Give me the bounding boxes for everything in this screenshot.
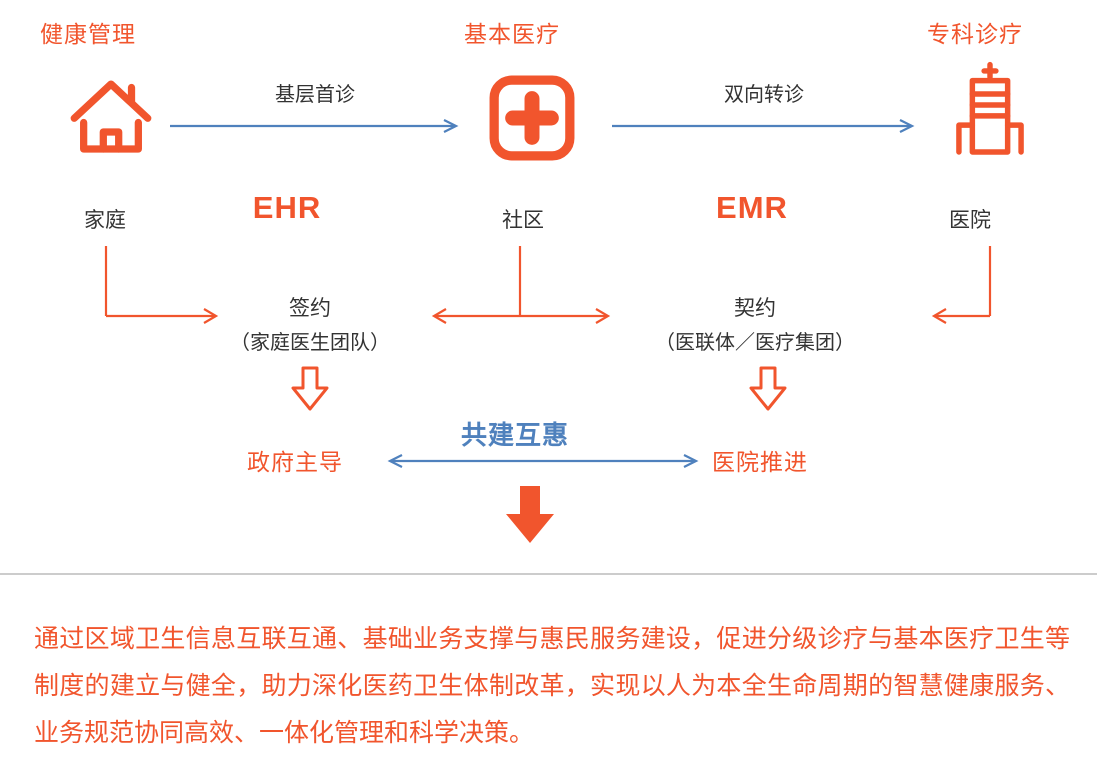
section-divider [0, 573, 1097, 575]
family-signing-connector-arrow [102, 246, 224, 326]
stage-title-health-management: 健康管理 [40, 21, 136, 47]
ehr-label: EHR [252, 190, 322, 225]
description-paragraph: 通过区域卫生信息互联互通、基础业务支撑与惠民服务建设，促进分级诊疗与基本医疗卫生… [34, 625, 1070, 747]
hospital-contract-connector-arrow [928, 246, 994, 326]
government-led-label: 政府主导 [247, 449, 343, 475]
community-branch-connector-arrow [428, 246, 614, 326]
first-visit-label: 基层首诊 [275, 84, 355, 106]
two-way-referral-arrow [612, 118, 916, 134]
co-build-mutual-benefit-label: 共建互惠 [460, 420, 569, 450]
entity-label-hospital: 医院 [949, 209, 991, 232]
emr-label: EMR [716, 190, 788, 225]
contract-title: 契约 [734, 297, 776, 320]
two-way-referral-label: 双向转诊 [724, 84, 804, 106]
house-icon [64, 66, 158, 162]
hospital-icon [948, 58, 1032, 162]
stage-title-specialist-care: 专科诊疗 [927, 21, 1023, 47]
entity-label-community: 社区 [502, 209, 544, 232]
medical-cross-icon [488, 74, 576, 162]
hospital-driven-label: 医院推进 [712, 449, 808, 475]
summary-down-block-arrow-icon [506, 486, 554, 544]
entity-label-family: 家庭 [84, 209, 126, 232]
signing-title: 签约 [289, 297, 331, 320]
contract-subtitle: （医联体／医疗集团） [655, 332, 855, 354]
stage-title-basic-medical: 基本医疗 [464, 21, 560, 47]
first-visit-arrow [170, 118, 460, 134]
signing-subtitle: （家庭医生团队） [230, 332, 390, 354]
contract-down-block-arrow-icon [748, 366, 788, 412]
government-hospital-double-arrow [386, 452, 700, 470]
signing-down-block-arrow-icon [290, 366, 330, 412]
